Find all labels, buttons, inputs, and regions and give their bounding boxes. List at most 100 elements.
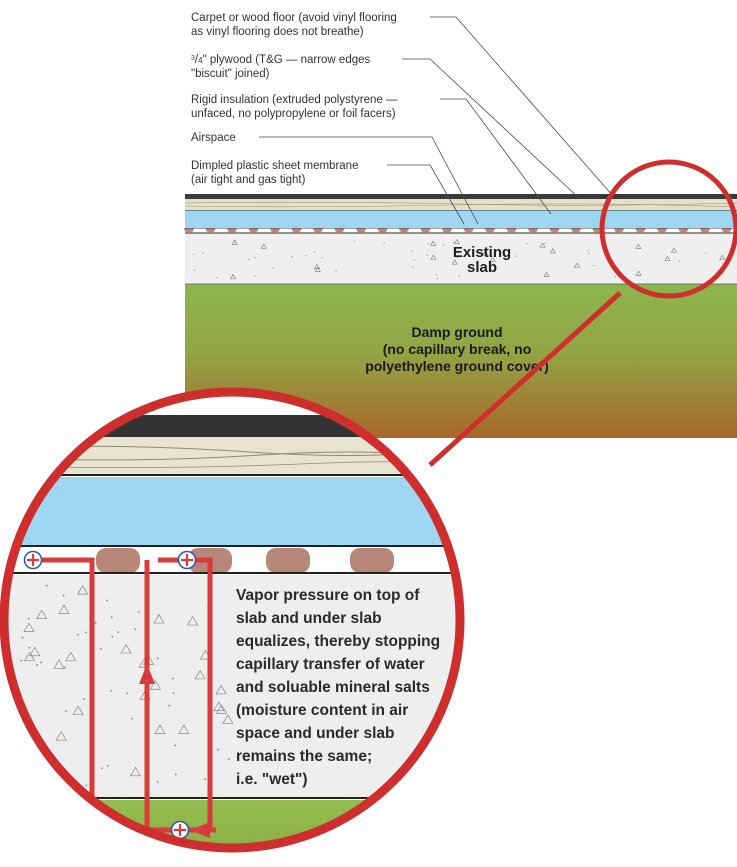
aggregate-mark — [106, 764, 109, 767]
aggregate-mark — [229, 273, 237, 280]
dimple — [485, 228, 495, 233]
dimple — [350, 548, 394, 573]
aggregate-mark — [111, 635, 114, 638]
slab-label-line2: slab — [467, 259, 497, 276]
note-line: and soluable mineral salts — [236, 679, 430, 696]
aggregate-mark — [719, 254, 726, 260]
callout-zoom-ring — [0, 387, 465, 853]
aggregate-mark — [44, 772, 46, 775]
aggregate-mark — [153, 613, 165, 624]
note-line: capillary transfer of water — [236, 656, 425, 673]
aggregate-mark — [457, 256, 459, 259]
dimple — [506, 228, 517, 234]
dimple — [657, 228, 667, 233]
cross-section — [184, 194, 737, 438]
aggregate-mark — [614, 275, 616, 278]
aggregate-mark — [482, 250, 489, 256]
aggregate-mark — [77, 633, 79, 636]
dimple — [205, 228, 216, 234]
aggregate-mark — [526, 242, 528, 245]
zoom-ground — [4, 800, 460, 848]
layer-labels: Carpet or wood floor (avoid vinyl floori… — [191, 12, 398, 186]
aggregate-mark — [411, 250, 413, 252]
aggregate-mark — [678, 260, 680, 262]
label-membrane-line2: (air tight and gas tight) — [191, 174, 306, 186]
dimple — [463, 228, 474, 234]
ground-label-line3: polyethylene ground cover) — [365, 358, 549, 374]
aggregate-mark — [168, 704, 171, 707]
dimple — [420, 228, 431, 234]
aggregate-mark — [442, 244, 444, 246]
note-line: (moisture content in air — [236, 702, 408, 719]
aggregate-mark — [129, 766, 142, 777]
aggregate-mark — [215, 704, 228, 714]
label-insulation-line2: unfaced, no polypropylene or foil facers… — [191, 108, 396, 120]
aggregate-mark — [36, 609, 48, 620]
aggregate-mark — [248, 258, 250, 260]
aggregate-mark — [313, 251, 315, 253]
aggregate-mark — [154, 724, 166, 734]
aggregate-mark — [335, 270, 337, 272]
dimple — [678, 228, 689, 234]
aggregate-mark — [64, 666, 67, 669]
aggregate-mark — [117, 631, 120, 634]
aggregate-mark — [178, 724, 190, 734]
aggregate-mark — [216, 276, 218, 279]
dimple — [442, 228, 452, 233]
aggregate-mark — [85, 631, 87, 634]
aggregate-mark — [53, 659, 65, 669]
aggregate-mark — [40, 661, 43, 664]
aggregate-mark — [635, 243, 642, 249]
aggregate-mark — [5, 706, 17, 716]
dimple — [334, 228, 345, 234]
aggregate-mark — [458, 275, 460, 277]
leader-lines — [259, 16, 614, 225]
aggregate-mark — [27, 617, 30, 620]
note-line: equalizes, thereby stopping — [236, 633, 440, 650]
aggregate-mark — [254, 275, 256, 277]
aggregate-mark — [592, 265, 595, 267]
label-plywood-line1: 3/4" plywood (T&G — narrow edges — [191, 54, 371, 66]
aggregate-mark — [305, 255, 307, 257]
aggregate-mark — [126, 692, 129, 695]
aggregate-mark — [213, 701, 225, 711]
aggregate-mark — [489, 256, 496, 262]
aggregate-mark — [544, 242, 546, 244]
aggregate-mark — [156, 657, 159, 660]
aggregate-mark — [635, 270, 642, 276]
aggregate-mark — [588, 252, 590, 255]
dimple — [377, 228, 388, 234]
aggregate-mark — [314, 266, 321, 272]
fraction-numerator: 3 — [191, 55, 195, 62]
aggregate-mark — [412, 266, 414, 268]
dimpled-membrane — [184, 228, 732, 234]
plus-circle-icon — [23, 550, 43, 570]
aggregate-mark — [539, 242, 546, 248]
callout-connector — [428, 291, 622, 467]
dimple — [700, 228, 710, 233]
aggregate-mark — [156, 781, 159, 783]
aggregate-mark — [36, 664, 39, 666]
dimple — [614, 228, 624, 233]
aggregate-mark — [100, 767, 103, 770]
aggregate-mark — [29, 646, 41, 657]
aggregate-mark — [82, 698, 85, 700]
aggregate-mark — [62, 594, 65, 597]
aggregate-mark — [120, 643, 132, 654]
aggregate-mark — [705, 252, 707, 254]
ground-label-line2: (no capillary break, no — [383, 341, 532, 357]
aggregate-mark — [99, 648, 102, 650]
aggregate-mark — [435, 274, 437, 276]
dimple — [721, 228, 732, 234]
aggregate-mark — [430, 240, 437, 246]
aggregate-mark — [549, 248, 556, 254]
dimple — [356, 228, 366, 233]
note-line: slab and under slab — [236, 610, 382, 627]
dimple — [270, 228, 280, 233]
fraction-slash: / — [195, 54, 199, 66]
aggregate-mark — [321, 257, 323, 259]
aggregate-mark — [353, 240, 355, 242]
dimple — [635, 228, 646, 234]
aggregate-mark — [28, 646, 31, 649]
